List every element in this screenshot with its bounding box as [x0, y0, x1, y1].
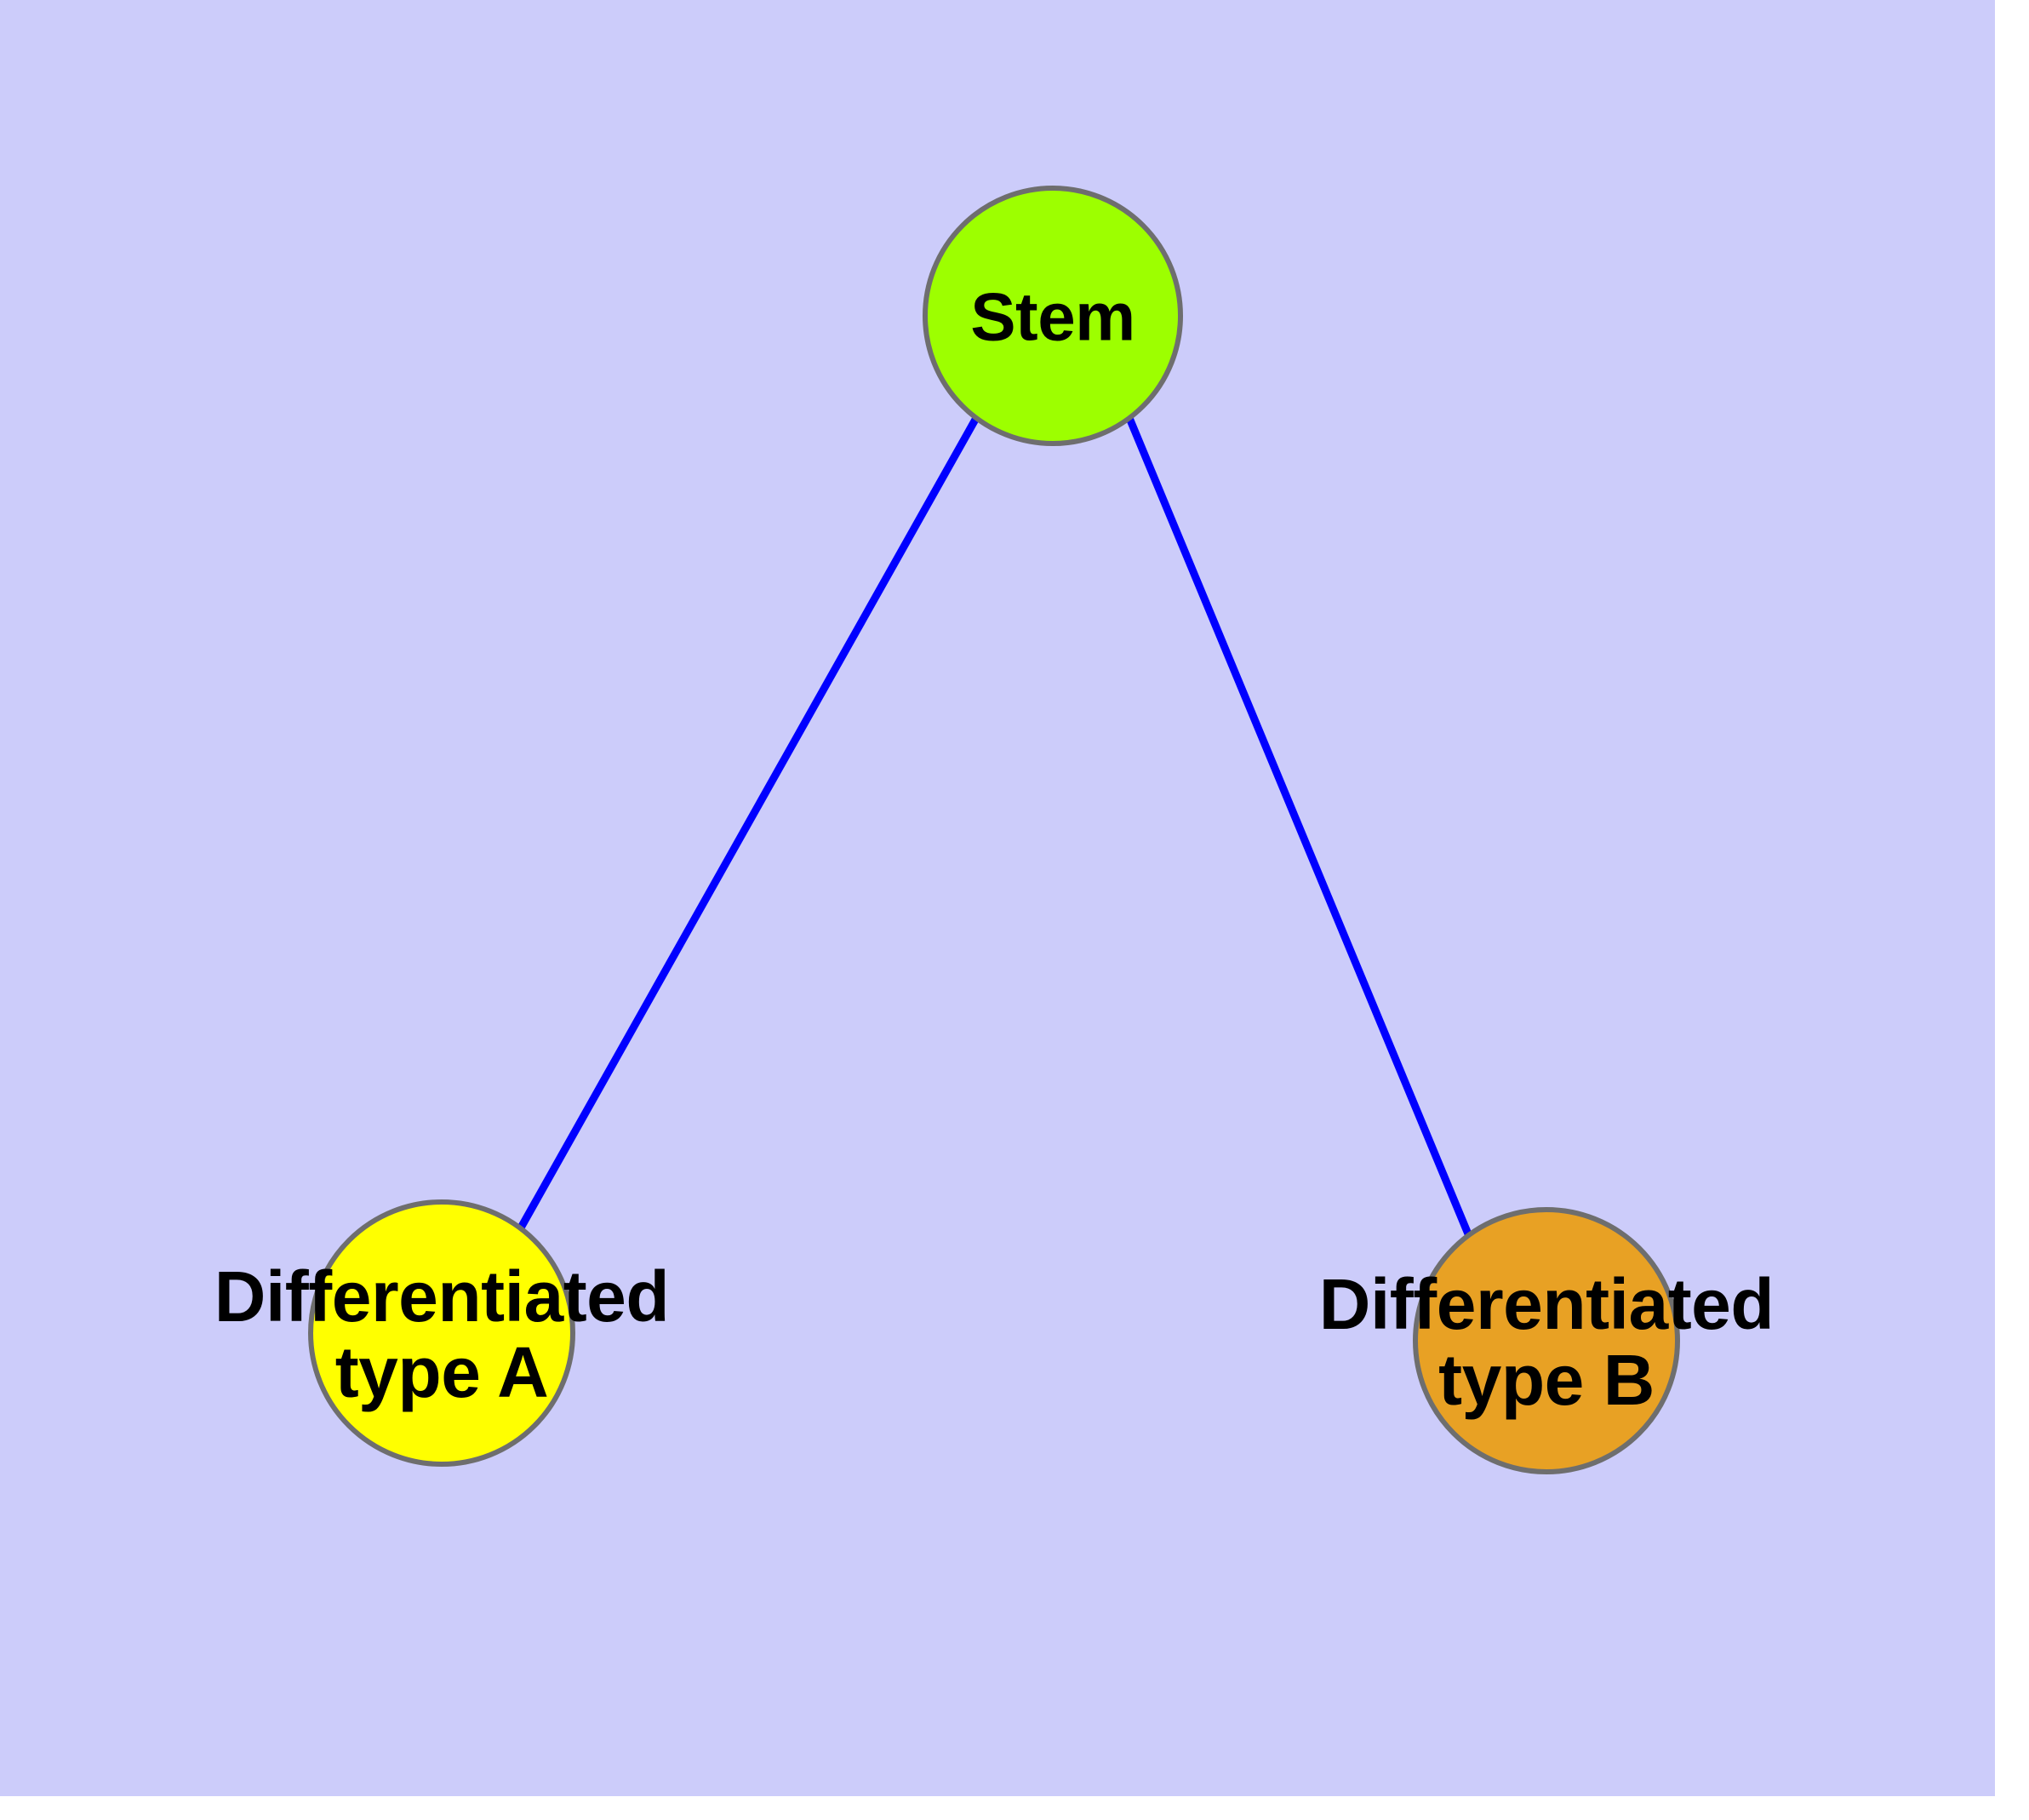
edge-stem-to-diff-b [1125, 416, 1473, 1238]
edge-stem-to-diff-a [517, 415, 980, 1232]
edges-group [517, 415, 1473, 1238]
node-stem[interactable] [923, 186, 1183, 446]
nodes-group [308, 186, 1680, 1474]
node-differentiated-type-b[interactable] [1413, 1207, 1680, 1474]
node-differentiated-type-a[interactable] [308, 1199, 575, 1467]
